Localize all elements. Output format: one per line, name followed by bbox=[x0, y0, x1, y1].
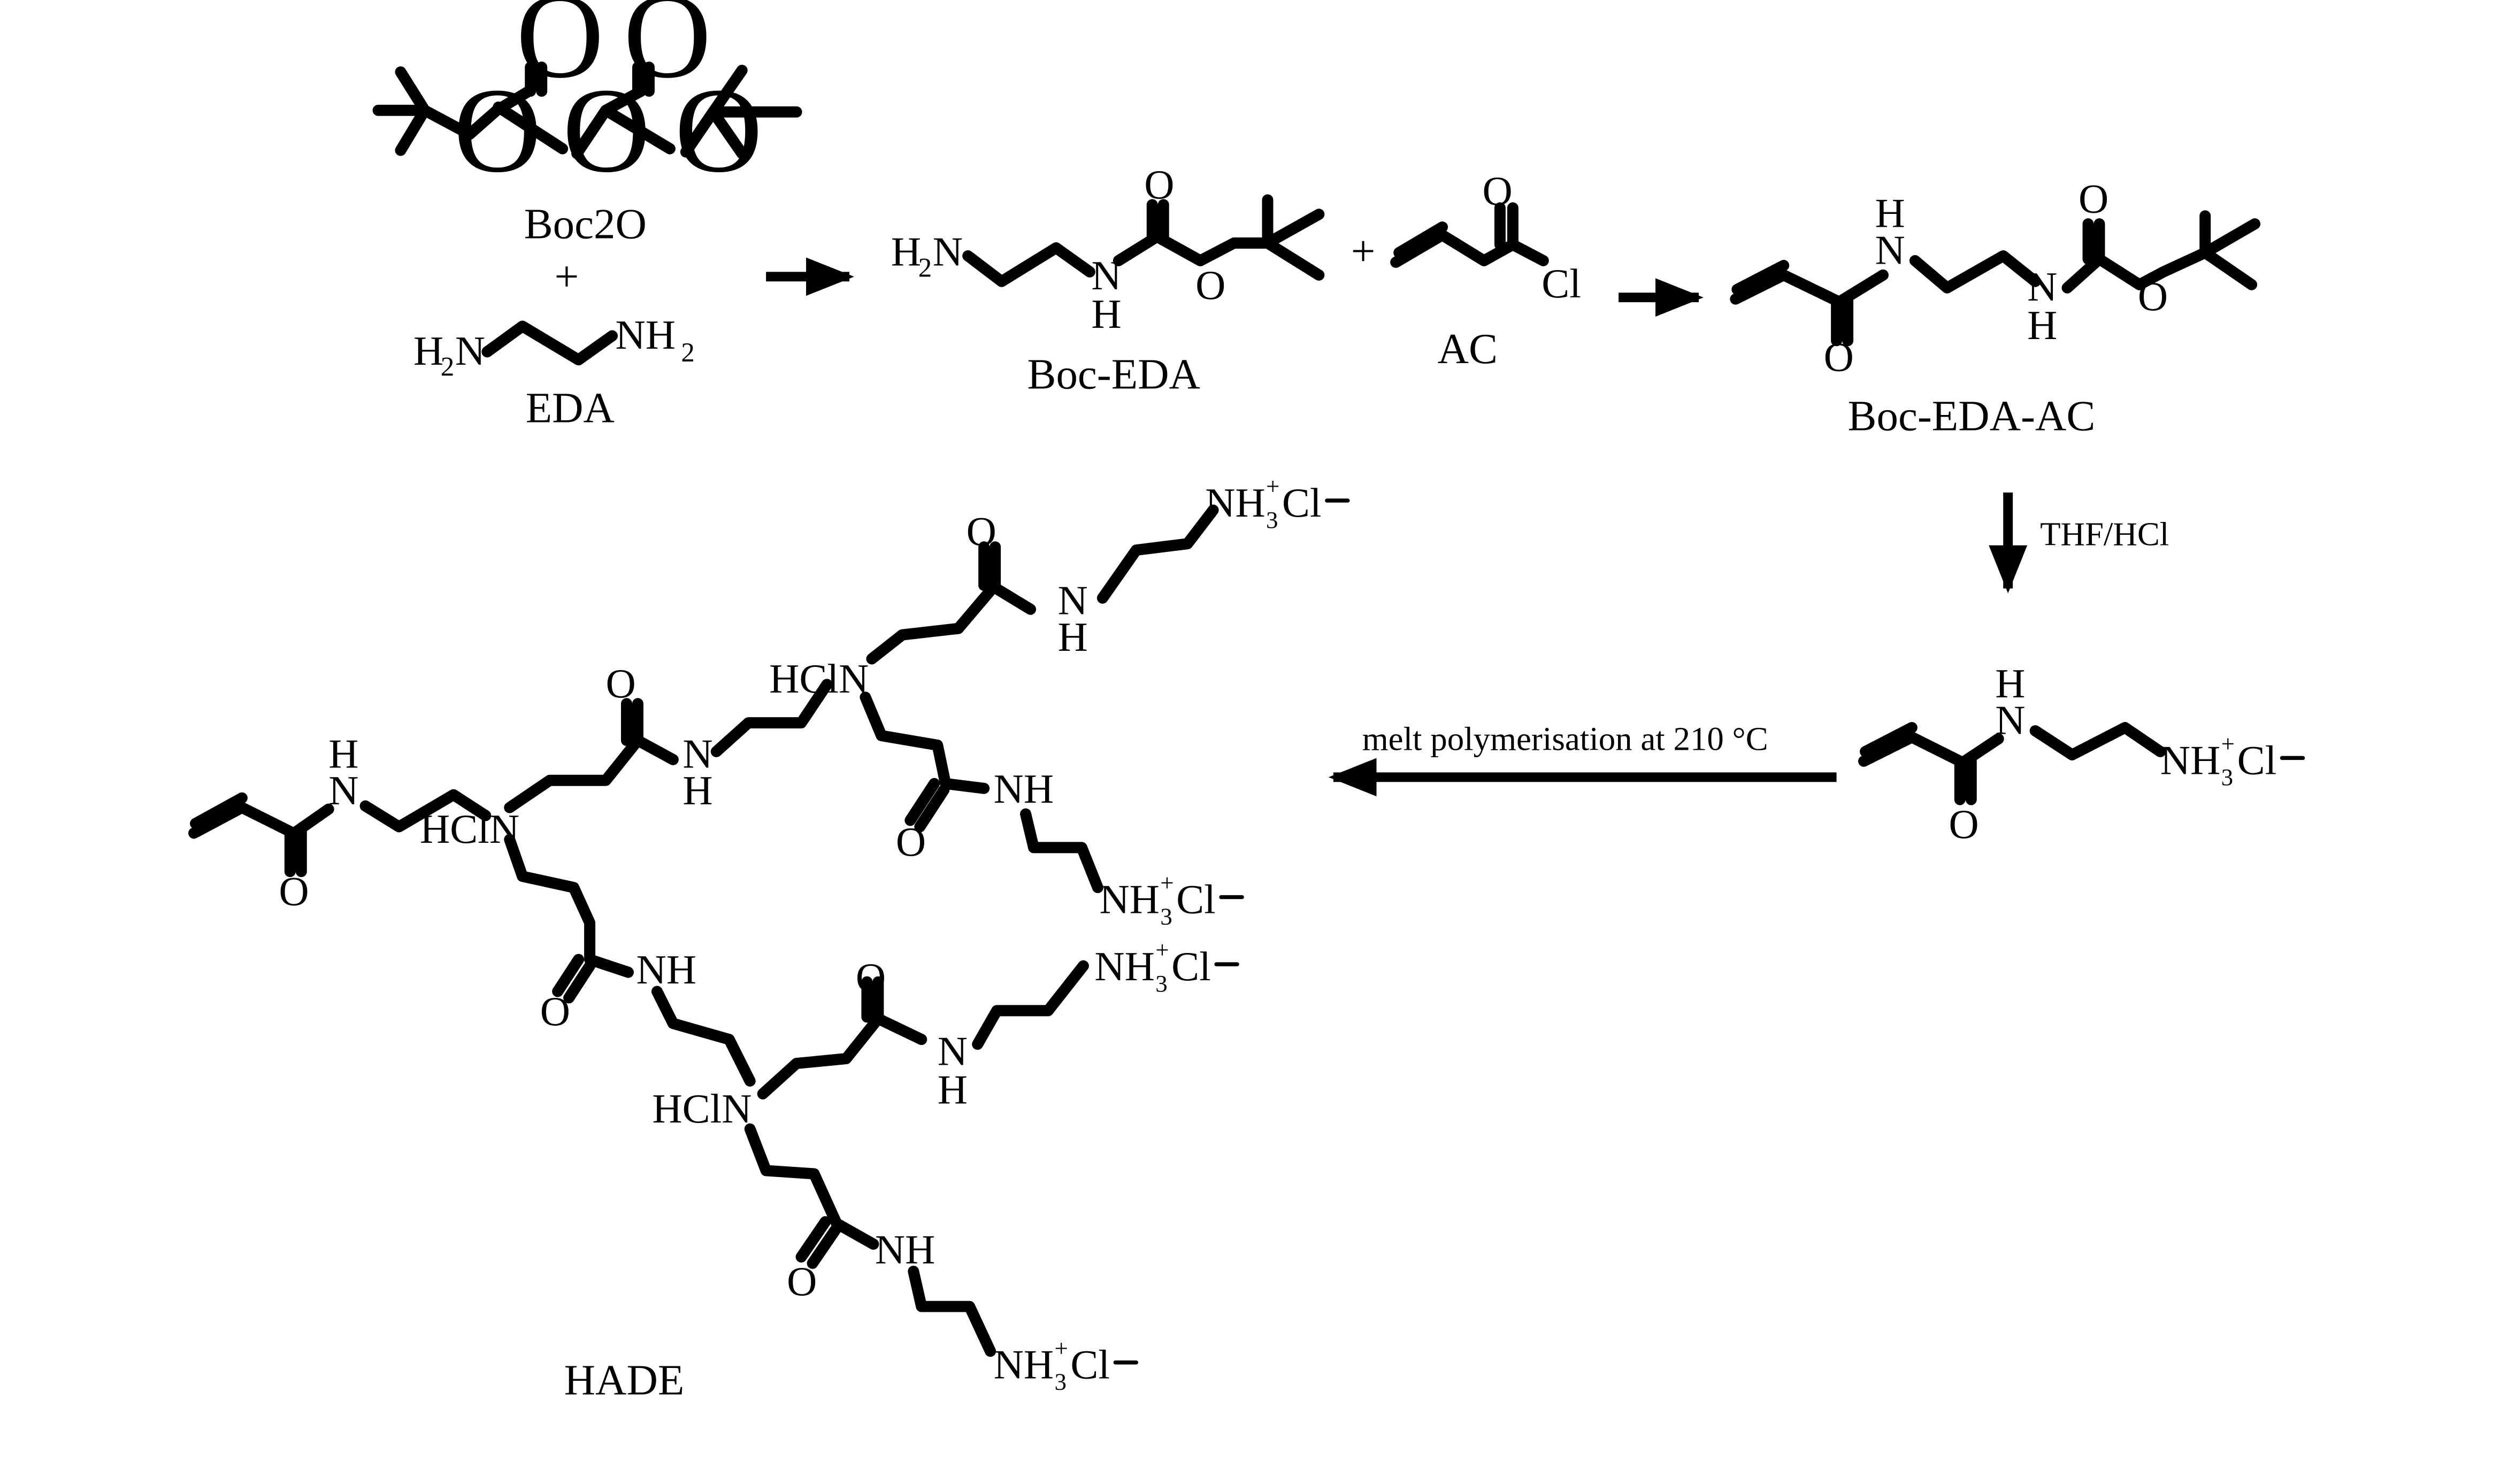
svg-text:O: O bbox=[856, 955, 886, 1001]
hade-label: HADE bbox=[564, 1357, 685, 1404]
svg-text:O: O bbox=[624, 0, 711, 103]
svg-text:Cl: Cl bbox=[1070, 1342, 1110, 1388]
svg-text:O: O bbox=[454, 63, 541, 198]
svg-text:+: + bbox=[1266, 473, 1279, 499]
svg-text:H: H bbox=[938, 1066, 968, 1112]
boc2o-label: Boc2O bbox=[524, 201, 647, 248]
svg-text:O: O bbox=[2138, 273, 2168, 319]
svg-text:O: O bbox=[540, 988, 570, 1034]
svg-text:O: O bbox=[2079, 176, 2108, 222]
deprotection-condition: THF/HCl bbox=[2040, 516, 2169, 553]
svg-text:O: O bbox=[563, 63, 650, 198]
svg-text:O: O bbox=[1824, 334, 1854, 380]
svg-text:O: O bbox=[896, 819, 926, 865]
boc-eda-ac-structure: O H N N H O O bbox=[1730, 176, 2261, 380]
svg-text:NH: NH bbox=[994, 766, 1054, 812]
svg-text:O: O bbox=[516, 0, 604, 103]
svg-text:NH: NH bbox=[875, 1226, 935, 1272]
svg-text:Cl: Cl bbox=[1542, 260, 1581, 306]
svg-text:H: H bbox=[2027, 302, 2057, 348]
svg-text:Cl: Cl bbox=[2237, 737, 2277, 783]
svg-text:N: N bbox=[682, 731, 712, 776]
svg-text:H: H bbox=[1875, 190, 1905, 236]
boc2o-structure: O O O O O bbox=[372, 0, 802, 198]
svg-text:3: 3 bbox=[1266, 506, 1278, 533]
svg-text:O: O bbox=[787, 1258, 817, 1304]
svg-text:N: N bbox=[1875, 227, 1905, 273]
svg-text:HClN: HClN bbox=[769, 656, 869, 702]
svg-text:NH: NH bbox=[636, 947, 696, 993]
svg-text:O: O bbox=[279, 868, 309, 914]
svg-text:O: O bbox=[674, 63, 762, 198]
svg-text:3: 3 bbox=[1155, 970, 1167, 997]
svg-text:O: O bbox=[1482, 168, 1512, 214]
svg-text:O: O bbox=[1195, 262, 1225, 308]
svg-text:NH: NH bbox=[616, 312, 676, 358]
boc-eda-structure: H 2 N N H O O bbox=[891, 162, 1325, 337]
svg-text:HClN: HClN bbox=[420, 806, 519, 852]
svg-text:N: N bbox=[2027, 264, 2057, 310]
svg-text:2: 2 bbox=[681, 338, 694, 368]
svg-text:H: H bbox=[328, 731, 358, 776]
svg-text:H: H bbox=[891, 228, 921, 274]
ac-structure: O Cl bbox=[1390, 168, 1581, 306]
plus-sign-2: + bbox=[1351, 227, 1376, 275]
boc-eda-ac-label: Boc-EDA-AC bbox=[1848, 392, 2096, 440]
svg-text:O: O bbox=[967, 509, 996, 555]
svg-text:H: H bbox=[682, 767, 712, 813]
svg-text:3: 3 bbox=[1054, 1368, 1066, 1395]
svg-text:N: N bbox=[455, 328, 485, 374]
svg-text:O: O bbox=[606, 660, 636, 706]
svg-text:2: 2 bbox=[918, 253, 932, 283]
svg-text:+: + bbox=[2221, 730, 2235, 757]
ac-label: AC bbox=[1438, 325, 1498, 373]
svg-text:H: H bbox=[1057, 614, 1087, 660]
svg-text:NH: NH bbox=[1094, 943, 1155, 989]
svg-text:HClN: HClN bbox=[652, 1086, 751, 1132]
svg-text:3: 3 bbox=[2221, 764, 2233, 790]
svg-text:+: + bbox=[1155, 936, 1169, 963]
svg-text:N: N bbox=[1091, 252, 1121, 298]
svg-text:2: 2 bbox=[441, 352, 454, 382]
svg-text:N: N bbox=[933, 228, 963, 274]
monomer-structure: O H N NH + 3 Cl bbox=[1858, 660, 2305, 847]
svg-text:+: + bbox=[1054, 1335, 1068, 1362]
plus-sign-1: + bbox=[555, 253, 579, 301]
svg-text:O: O bbox=[1949, 801, 1978, 847]
svg-text:N: N bbox=[1057, 577, 1087, 623]
svg-text:Cl: Cl bbox=[1171, 943, 1211, 989]
eda-structure: H 2 N NH 2 bbox=[413, 312, 695, 382]
svg-text:NH: NH bbox=[994, 1342, 1054, 1388]
svg-text:Cl: Cl bbox=[1176, 876, 1216, 922]
svg-text:O: O bbox=[1144, 162, 1174, 207]
svg-text:N: N bbox=[938, 1028, 968, 1074]
boc-eda-label: Boc-EDA bbox=[1027, 351, 1200, 398]
svg-text:H: H bbox=[1091, 291, 1121, 337]
svg-text:N: N bbox=[1995, 697, 2025, 743]
svg-text:NH: NH bbox=[1205, 480, 1266, 526]
svg-text:NH: NH bbox=[1099, 876, 1160, 922]
svg-text:NH: NH bbox=[2160, 737, 2221, 783]
svg-text:H: H bbox=[413, 328, 443, 374]
hade-structure: O H N HClN O N H HClN O N H NH + 3 Cl O … bbox=[188, 473, 1350, 1395]
svg-text:H: H bbox=[1995, 660, 2025, 706]
eda-label: EDA bbox=[526, 385, 615, 432]
svg-text:N: N bbox=[328, 767, 358, 813]
svg-text:Cl: Cl bbox=[1282, 480, 1322, 526]
svg-text:+: + bbox=[1160, 870, 1174, 896]
polymerisation-condition: melt polymerisation at 210 °C bbox=[1362, 720, 1768, 758]
svg-text:3: 3 bbox=[1160, 903, 1172, 929]
